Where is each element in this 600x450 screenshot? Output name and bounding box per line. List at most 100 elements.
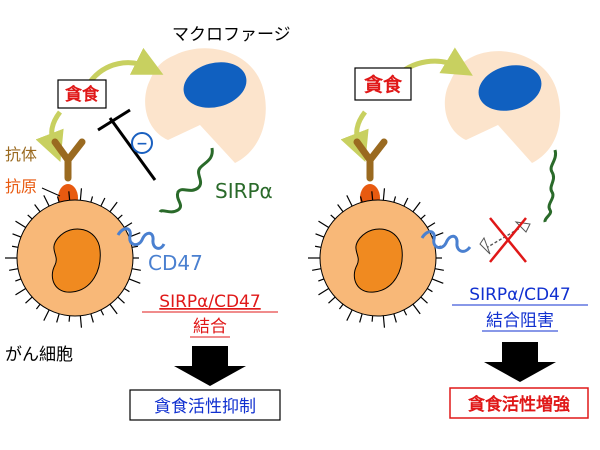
cell-spike xyxy=(123,222,133,228)
right-down-arrow xyxy=(484,342,556,382)
right-phagocytosis-box xyxy=(354,67,412,101)
cancer-cell xyxy=(5,188,141,328)
inhibition-bar-cap xyxy=(97,108,131,132)
cancer-cell-label: がん細胞 xyxy=(5,345,73,365)
cell-spike xyxy=(420,296,428,304)
cell-spike xyxy=(431,278,444,284)
antigen-label: 抗原 xyxy=(5,177,37,196)
right-binding-line2: 結合阻害 xyxy=(486,311,554,331)
cell-spike xyxy=(426,222,436,228)
cancer-cell-nucleus xyxy=(51,228,101,293)
blocked-x-mark xyxy=(489,217,527,263)
cell-spike xyxy=(9,268,19,271)
cell-spike xyxy=(346,195,353,207)
right-cd47-receptor xyxy=(420,230,472,253)
right-phagocytosis-label: 貪食 xyxy=(364,73,403,96)
cell-spike xyxy=(131,245,139,248)
right-panel: 貪食 SIRPα/CD47 結合阻害 xyxy=(308,47,589,419)
cell-spike xyxy=(11,245,19,248)
inhibition-bar-stem xyxy=(108,117,157,181)
cell-spike xyxy=(25,296,33,304)
cell-spike xyxy=(56,196,60,203)
antibody-label: 抗体 xyxy=(5,145,37,164)
macrophage-label: マクロファージ xyxy=(172,25,291,45)
cell-spike xyxy=(393,196,397,203)
cell-spike xyxy=(100,197,106,207)
cell-spike xyxy=(382,188,386,201)
cell-spike xyxy=(359,196,363,203)
right-antibody xyxy=(353,138,388,182)
cell-spike xyxy=(338,303,344,310)
cell-spike xyxy=(382,315,386,328)
inhibition-circle xyxy=(131,132,153,154)
cell-spike xyxy=(35,303,41,310)
cell-spike xyxy=(109,303,118,315)
cell-spike xyxy=(90,196,94,203)
phagocytosis-box xyxy=(57,79,107,109)
left-result-text: 貪食活性抑制 xyxy=(154,396,256,417)
left-binding-line2: 結合 xyxy=(193,317,227,337)
cd47-receptor xyxy=(116,227,166,250)
cell-spike xyxy=(371,315,374,322)
left-binding-line1: SIRPα/CD47 xyxy=(159,292,260,312)
cell-spike xyxy=(100,309,105,316)
left-down-arrow xyxy=(174,346,246,386)
cell-spike xyxy=(131,268,141,271)
cell-spike xyxy=(315,233,325,238)
cell-spike xyxy=(337,204,344,213)
cell-spike xyxy=(15,288,27,296)
cell-spike xyxy=(314,245,322,248)
phagocytosis-label: 貪食 xyxy=(65,84,100,105)
macrophage-nucleus xyxy=(183,62,247,108)
cell-spike xyxy=(330,214,336,220)
cell-spike xyxy=(12,233,22,238)
cell-spike xyxy=(15,278,22,282)
cell-spike xyxy=(426,288,433,293)
right-result-text: 貪食活性増強 xyxy=(468,394,570,415)
cell-spike xyxy=(312,268,322,271)
cell-spike xyxy=(68,191,71,201)
cell-spike xyxy=(128,278,141,284)
cell-spike xyxy=(79,188,83,201)
cell-spike xyxy=(90,313,94,323)
cell-spike xyxy=(328,296,336,304)
cell-spike xyxy=(318,288,330,296)
right-result-box xyxy=(449,387,589,419)
cell-spike xyxy=(318,278,325,282)
cell-spike xyxy=(371,191,374,201)
cell-spike xyxy=(412,201,421,213)
right-cancer-cell xyxy=(308,188,444,328)
cell-spike xyxy=(393,313,397,323)
cell-spike xyxy=(43,309,50,321)
left-result-box xyxy=(129,389,281,421)
cell-spike xyxy=(346,309,353,321)
cell-spike xyxy=(56,313,60,323)
cell-spike xyxy=(27,214,33,220)
cell-spike xyxy=(79,315,83,328)
cd47-label: CD47 xyxy=(148,251,203,275)
cell-spike xyxy=(403,309,408,316)
cell-spike xyxy=(34,204,41,213)
cell-spike xyxy=(117,296,125,304)
cell-spike xyxy=(109,201,118,213)
antibody xyxy=(51,138,86,182)
cell-spike xyxy=(412,303,421,315)
inhibition-minus: − xyxy=(136,136,148,152)
cell-spike xyxy=(318,220,330,228)
cell-spike xyxy=(68,315,71,322)
cell-spike xyxy=(15,220,27,228)
cell-spike xyxy=(420,214,426,220)
phagocytosis-arrow-top xyxy=(88,47,164,84)
cell-spike xyxy=(43,195,50,207)
sirpa-label: SIRPα xyxy=(215,179,273,203)
right-sirpa-receptor xyxy=(543,149,558,223)
sirpa-receptor xyxy=(158,147,214,214)
cell-spike xyxy=(434,268,444,271)
cell-spike xyxy=(123,288,130,293)
right-binding-line1: SIRPα/CD47 xyxy=(469,285,570,305)
cell-spike xyxy=(403,197,409,207)
cell-spike xyxy=(359,313,363,323)
right-macrophage-nucleus xyxy=(478,65,542,111)
left-panel: マクロファージ SIRPα − 貪食 抗体 抗原 xyxy=(5,25,291,421)
